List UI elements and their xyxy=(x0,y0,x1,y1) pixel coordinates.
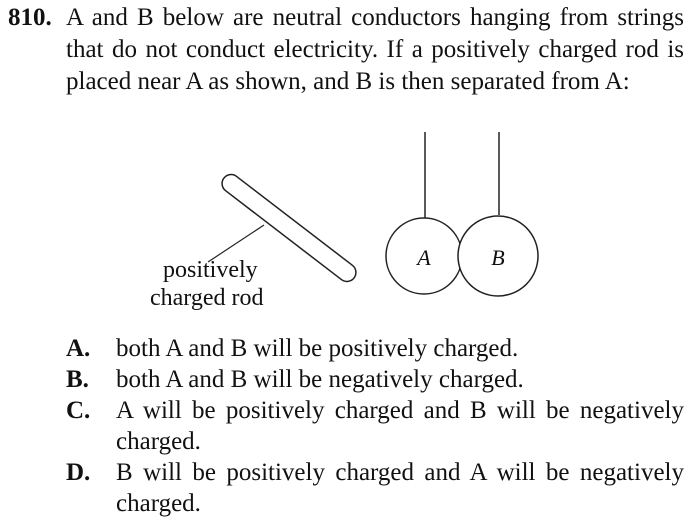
question-number: 810. xyxy=(8,4,52,31)
option-b-letter: B. xyxy=(66,366,89,393)
charged-rod xyxy=(221,173,357,283)
ball-a-label: A xyxy=(415,245,431,270)
option-d[interactable]: D. B will be positively charged and A wi… xyxy=(66,457,684,519)
ball-b-label: B xyxy=(491,245,504,270)
rod-label-line1: positively xyxy=(163,257,258,283)
option-b[interactable]: B. both A and B will be negatively charg… xyxy=(66,364,684,395)
option-c[interactable]: C. A will be positively charged and B wi… xyxy=(66,395,684,457)
option-c-text: A will be positively charged and B will … xyxy=(116,397,684,455)
ball-b xyxy=(457,215,539,297)
option-a-letter: A. xyxy=(66,335,91,362)
option-b-text: both A and B will be negatively charged. xyxy=(116,366,524,393)
option-c-letter: C. xyxy=(66,397,91,424)
option-d-letter: D. xyxy=(66,459,91,486)
question: 810. A and B below are neutral conductor… xyxy=(8,2,684,98)
option-a-text: both A and B will be positively charged. xyxy=(116,335,519,362)
question-text: A and B below are neutral conductors han… xyxy=(66,4,684,95)
rod-label-line2: charged rod xyxy=(150,285,264,311)
option-d-text: B will be positively charged and A will … xyxy=(116,459,684,517)
answer-options: A. both A and B will be positively charg… xyxy=(66,333,684,519)
rod-pointer-line xyxy=(207,224,265,263)
option-a[interactable]: A. both A and B will be positively charg… xyxy=(66,333,684,364)
